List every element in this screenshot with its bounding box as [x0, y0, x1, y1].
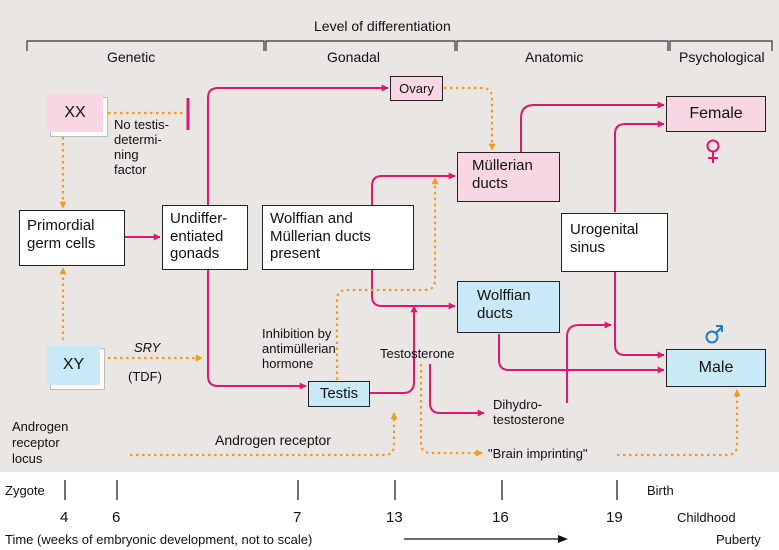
- timeline-ticks: [64, 480, 618, 500]
- inhibition-line2: antimüllerian: [262, 341, 336, 356]
- mullerian-line2: ducts: [472, 174, 508, 192]
- level-genetic: Genetic: [107, 49, 156, 65]
- arrow-mullerian-to-female: [520, 101, 665, 152]
- testis-label: Testis: [319, 385, 359, 403]
- zygote-label: Zygote: [5, 483, 45, 498]
- time-arrow: [404, 535, 568, 543]
- week-16: 16: [492, 509, 509, 526]
- inhibition-label: Inhibition by antimüllerian hormone: [262, 326, 336, 371]
- inhibition-line3: hormone: [262, 356, 314, 371]
- wolffian-mullerian-present-box: Wolffian and Müllerian ducts present: [262, 205, 414, 270]
- arrow-testis-to-testosterone: [370, 305, 418, 394]
- week-13: 13: [386, 509, 403, 526]
- xx-label: XX: [64, 103, 86, 121]
- mullerian-ducts-box: Müllerian ducts: [457, 152, 560, 202]
- locus-line1: Androgen: [12, 419, 69, 434]
- primordial-line2: germ cells: [27, 234, 96, 252]
- dotted-ovary-to-mullerian: [444, 86, 496, 151]
- xx-box: XX: [47, 94, 103, 132]
- male-label: Male: [698, 358, 734, 376]
- undiff-line3: gonads: [170, 245, 220, 263]
- brain-imprinting-label: "Brain imprinting": [488, 446, 588, 461]
- undiff-line1: Undiffer-: [170, 210, 228, 227]
- ovary-label: Ovary: [399, 80, 434, 96]
- testis-box: Testis: [308, 381, 370, 407]
- no-testis-line3: ning: [114, 147, 139, 162]
- dotted-testosterone-to-brain: [419, 364, 483, 457]
- locus-line2: receptor: [12, 435, 60, 450]
- header-title: Level of differentiation: [314, 18, 451, 34]
- wolffian-line2: ducts: [477, 304, 513, 322]
- level-brackets: [26, 40, 773, 51]
- wolffian-ducts-box: Wolffian ducts: [457, 281, 560, 333]
- week-19: 19: [606, 509, 623, 526]
- testosterone-label: Testosterone: [380, 346, 455, 361]
- xy-label: XY: [62, 355, 85, 373]
- arrow-wolffian-to-male: [498, 334, 665, 374]
- sry-label: SRY: [134, 340, 161, 355]
- female-label: Female: [689, 104, 743, 122]
- magenta-arrows: [125, 84, 665, 417]
- dotted-brain-to-male: [617, 389, 741, 457]
- undifferentiated-gonads-box: Undiffer- entiated gonads: [162, 205, 248, 270]
- arrow-undiff-to-ovary: [207, 84, 389, 205]
- androgen-receptor-locus-label: Androgen receptor locus: [12, 419, 68, 467]
- male-box: Male: [666, 349, 766, 387]
- birth-label: Birth: [647, 483, 674, 498]
- locus-line3: locus: [12, 451, 43, 466]
- urogenital-sinus-box: Urogenital sinus: [561, 213, 668, 272]
- urogenital-line2: sinus: [570, 238, 606, 256]
- arrow-urogenital-to-male: [614, 272, 665, 359]
- arrow-urogenital-to-female: [614, 120, 665, 212]
- arrow-wm-to-mullerian: [371, 172, 456, 205]
- tdf-label: (TDF): [128, 369, 162, 384]
- arrow-wm-to-wolffian: [371, 270, 456, 310]
- wm-line3: present: [270, 245, 321, 263]
- timeline-caption: Time (weeks of embryonic development, no…: [5, 532, 313, 547]
- urogenital-line1: Urogenital: [570, 221, 639, 238]
- ovary-box: Ovary: [390, 76, 443, 101]
- dihydro-line1: Dihydro-: [493, 397, 543, 412]
- no-testis-line1: No testis-: [114, 117, 169, 132]
- dihydro-line2: testosterone: [493, 412, 565, 427]
- no-testis-line4: factor: [114, 162, 147, 177]
- level-psychological: Psychological: [679, 49, 765, 65]
- dotted-testis-to-mullerian: [335, 177, 439, 380]
- dihydrotestosterone-label: Dihydro- testosterone: [493, 397, 565, 427]
- xy-box: XY: [47, 345, 100, 385]
- androgen-receptor-label: Androgen receptor: [215, 432, 331, 448]
- female-symbol-icon: [706, 139, 720, 163]
- no-testis-factor-label: No testis- determi- ning factor: [114, 117, 169, 177]
- primordial-line1: Primordial: [27, 217, 95, 234]
- level-anatomic: Anatomic: [525, 49, 584, 65]
- no-testis-line2: determi-: [114, 132, 162, 147]
- wolffian-line1: Wolffian: [477, 287, 531, 304]
- childhood-label: Childhood: [677, 510, 736, 525]
- week-6: 6: [112, 509, 121, 526]
- arrow-dihydro-to-urogenital: [566, 321, 612, 403]
- orange-dotted-arrows: [59, 86, 741, 457]
- male-symbol-icon: [705, 325, 723, 344]
- week-7: 7: [293, 509, 302, 526]
- arrow-testosterone-to-dihydro: [429, 364, 485, 417]
- wm-line2: Müllerian ducts: [270, 227, 371, 245]
- wm-line1: Wolffian and: [270, 210, 353, 227]
- dotted-receptor-to-testis-arrow: [130, 412, 398, 457]
- puberty-label: Puberty: [716, 532, 761, 547]
- mullerian-line1: Müllerian: [472, 157, 533, 174]
- primordial-germ-cells-box: Primordial germ cells: [19, 210, 125, 266]
- inhibition-line1: Inhibition by: [262, 326, 332, 341]
- undiff-line2: entiated: [170, 227, 224, 245]
- female-box: Female: [666, 96, 766, 132]
- level-gonadal: Gonadal: [327, 49, 380, 65]
- arrow-undiff-to-testis: [207, 270, 307, 390]
- week-4: 4: [60, 509, 69, 526]
